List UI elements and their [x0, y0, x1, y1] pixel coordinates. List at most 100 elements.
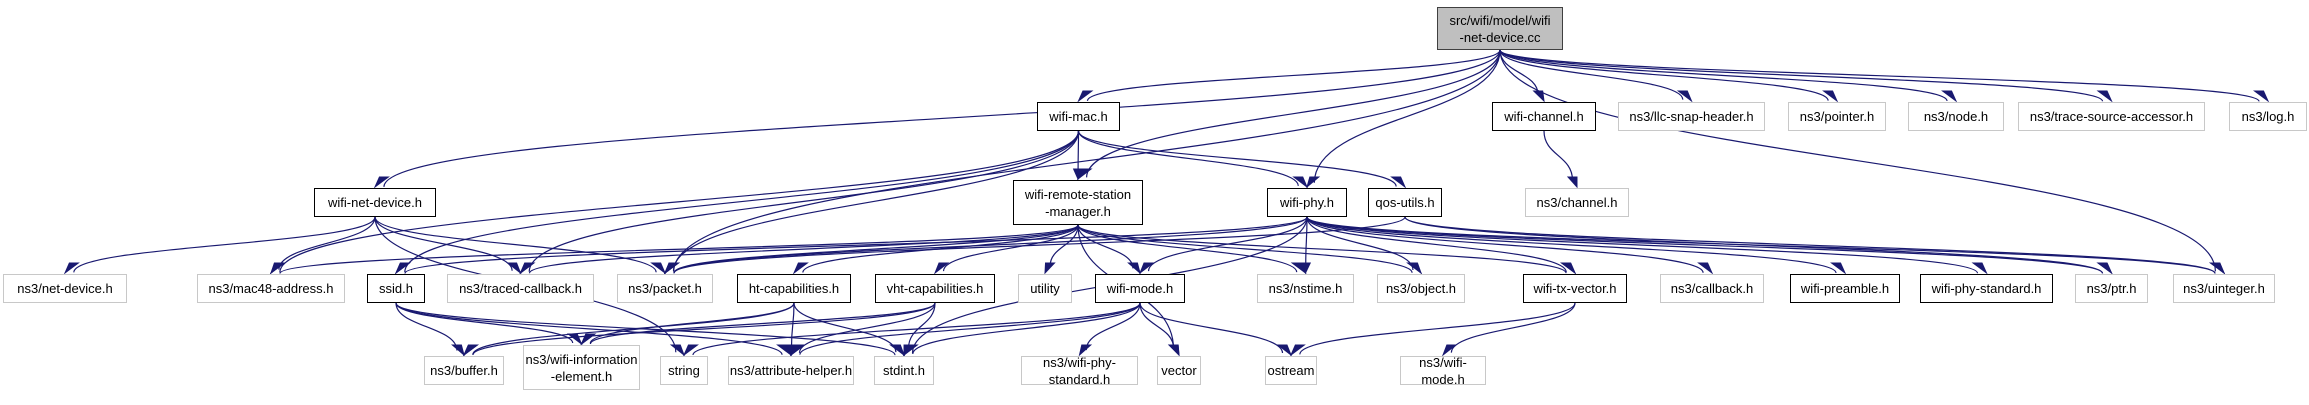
- arrowhead-root-to-pointer: [1822, 90, 1839, 103]
- arrowhead-wrsm-to-wifi-mode: [1127, 262, 1141, 275]
- edge-wifi-mac-to-qos-utils: [1077, 130, 1397, 187]
- edge-wifi-mode-to-ostream: [1139, 302, 1284, 354]
- arrowhead-wifi-phy-to-object: [1407, 262, 1423, 275]
- graph-node-phy-std[interactable]: wifi-phy-standard.h: [1920, 274, 2053, 303]
- edge-vht-cap-to-wie: [589, 302, 936, 345]
- arrowhead-root-to-wifi-phy: [1306, 176, 1321, 189]
- edge-root-to-tsa: [1499, 49, 2104, 102]
- arrowhead-wrsm-to-utility: [1044, 262, 1056, 275]
- graph-node-wifi-channel[interactable]: wifi-channel.h: [1492, 102, 1596, 131]
- graph-node-ns3-wifi-mode: ns3/wifi-mode.h: [1400, 355, 1486, 387]
- edge-ht-cap-to-stdint: [793, 302, 897, 353]
- arrowhead-wrsm-to-vht-cap: [933, 262, 950, 275]
- edge-wrsm-to-object: [1077, 224, 1413, 274]
- edge-vht-cap-to-buffer: [472, 302, 936, 356]
- edge-wifi-phy-to-ssid: [404, 216, 1308, 274]
- arrowhead-wifi-mode-to-stdint: [902, 344, 919, 357]
- arrowhead-root-to-wifi-net-device: [373, 176, 390, 189]
- edge-txvector-to-ns3-wifi-mode: [1450, 302, 1576, 353]
- graph-node-wrsm[interactable]: wifi-remote-station -manager.h: [1013, 180, 1143, 225]
- graph-node-preamble[interactable]: wifi-preamble.h: [1790, 274, 1900, 303]
- arrowhead-txvector-to-ns3-wifi-mode: [1441, 344, 1458, 357]
- edge-wifi-phy-to-phy-std: [1306, 216, 1979, 274]
- graph-node-ssid[interactable]: ssid.h: [367, 274, 425, 303]
- arrowhead-wifi-mode-to-vector: [1167, 344, 1180, 357]
- graph-node-wifi-mac[interactable]: wifi-mac.h: [1037, 102, 1120, 131]
- arrowhead-qos-utils-to-packet: [663, 262, 680, 275]
- arrowhead-wifi-phy-to-txvector: [1560, 262, 1577, 275]
- graph-node-vht-cap[interactable]: vht-capabilities.h: [875, 274, 995, 303]
- graph-node-ht-cap[interactable]: ht-capabilities.h: [737, 274, 851, 303]
- arrowhead-vht-cap-to-buffer: [462, 344, 479, 357]
- graph-node-wifi-mode[interactable]: wifi-mode.h: [1095, 274, 1185, 303]
- arrowhead-root-to-wifi-mac: [1077, 90, 1094, 103]
- arrowhead-wifi-mode-to-string: [682, 344, 699, 357]
- edge-root-to-pointer: [1499, 49, 1829, 101]
- arrowhead-wifi-phy-to-nstime: [1300, 262, 1312, 275]
- edge-wrsm-to-txvector: [1077, 224, 1567, 274]
- arrowhead-wifi-net-device-to-net-device: [63, 262, 80, 275]
- arrowhead-wifi-phy-to-preamble: [1830, 262, 1847, 275]
- edge-wifi-phy-to-object: [1306, 216, 1414, 271]
- edge-wifi-mac-to-traced-cb: [528, 130, 1080, 272]
- edge-wifi-net-device-to-net-device: [73, 216, 376, 273]
- graph-node-ostream: ostream: [1265, 356, 1317, 385]
- graph-node-nstime: ns3/nstime.h: [1257, 274, 1354, 303]
- arrowhead-root-to-log: [2253, 90, 2270, 103]
- edge-wifi-mode-to-string: [692, 302, 1141, 356]
- edge-wrsm-to-packet: [673, 224, 1079, 274]
- graph-node-packet: ns3/packet.h: [617, 274, 713, 303]
- graph-node-traced-cb: ns3/traced-callback.h: [447, 274, 594, 303]
- edge-wifi-mac-to-wifi-phy: [1077, 130, 1299, 187]
- edge-ssid-to-buffer: [395, 302, 458, 351]
- arrowhead-wifi-mac-to-wrsm: [1072, 168, 1084, 181]
- graph-node-llc: ns3/llc-snap-header.h: [1618, 102, 1765, 131]
- arrowhead-wifi-phy-to-wifi-mode: [1138, 262, 1155, 275]
- graph-node-net-device: ns3/net-device.h: [3, 274, 127, 303]
- arrowhead-qos-utils-to-uinteger: [2209, 262, 2226, 275]
- graph-node-wifi-phy[interactable]: wifi-phy.h: [1267, 188, 1347, 217]
- graph-node-wie: ns3/wifi-information -element.h: [523, 345, 640, 390]
- graph-node-log: ns3/log.h: [2229, 102, 2307, 131]
- edge-root-to-llc: [1499, 49, 1684, 100]
- edge-root-to-wifi-mac: [1086, 49, 1501, 102]
- graph-node-uinteger: ns3/uinteger.h: [2173, 274, 2275, 303]
- arrowhead-wifi-phy-to-phy-std: [1971, 262, 1988, 275]
- arrowhead-wifi-channel-to-channel: [1566, 176, 1578, 189]
- edge-wifi-net-device-to-packet: [374, 216, 657, 273]
- arrowhead-vht-cap-to-wie: [580, 333, 597, 346]
- graph-node-pointer: ns3/pointer.h: [1788, 102, 1886, 131]
- graph-node-root[interactable]: src/wifi/model/wifi -net-device.cc: [1437, 7, 1563, 50]
- edge-qos-utils-to-packet: [673, 216, 1406, 274]
- edge-root-to-node: [1499, 49, 1948, 102]
- graph-node-qos-utils[interactable]: qos-utils.h: [1368, 188, 1442, 217]
- graph-node-stdint: stdint.h: [874, 356, 934, 385]
- edge-qos-utils-to-uinteger: [1404, 216, 2216, 274]
- arrowhead-qos-utils-to-ptr: [2096, 262, 2113, 275]
- edge-ht-cap-to-wie: [589, 302, 795, 344]
- graph-node-ptr: ns3/ptr.h: [2075, 274, 2148, 303]
- graph-node-callback: ns3/callback.h: [1660, 274, 1764, 303]
- arrowhead-wifi-mode-to-ostream: [1276, 344, 1293, 357]
- edge-wifi-phy-to-preamble: [1306, 216, 1837, 274]
- graph-node-wifi-net-device[interactable]: wifi-net-device.h: [314, 188, 436, 217]
- edge-wifi-mac-to-packet: [672, 130, 1080, 272]
- arrowhead-wifi-mode-to-attr: [789, 344, 806, 357]
- edge-wifi-mode-to-stdint: [912, 302, 1141, 355]
- edge-wrsm-to-nstime: [1077, 224, 1298, 273]
- edge-ssid-to-stdint: [395, 302, 896, 356]
- edge-wifi-mode-to-attr: [799, 302, 1141, 355]
- graph-node-string: string: [660, 356, 708, 385]
- edge-wifi-net-device-to-traced-cb: [374, 216, 513, 271]
- arrowhead-wifi-mode-to-ns3-phy-std: [1078, 344, 1093, 357]
- graph-node-txvector[interactable]: wifi-tx-vector.h: [1523, 274, 1627, 303]
- edge-wifi-net-device-to-mac48: [278, 216, 376, 270]
- edge-wifi-mode-to-ns3-phy-std: [1085, 302, 1141, 351]
- arrowhead-wifi-phy-to-callback: [1697, 262, 1714, 275]
- graph-node-ns3-phy-std: ns3/wifi-phy-standard.h: [1021, 355, 1138, 387]
- edge-root-to-wifi-phy: [1313, 49, 1501, 183]
- graph-node-buffer: ns3/buffer.h: [424, 356, 504, 385]
- arrowhead-wrsm-to-traced-cb: [519, 262, 536, 275]
- edge-root-to-wifi-net-device: [383, 49, 1501, 187]
